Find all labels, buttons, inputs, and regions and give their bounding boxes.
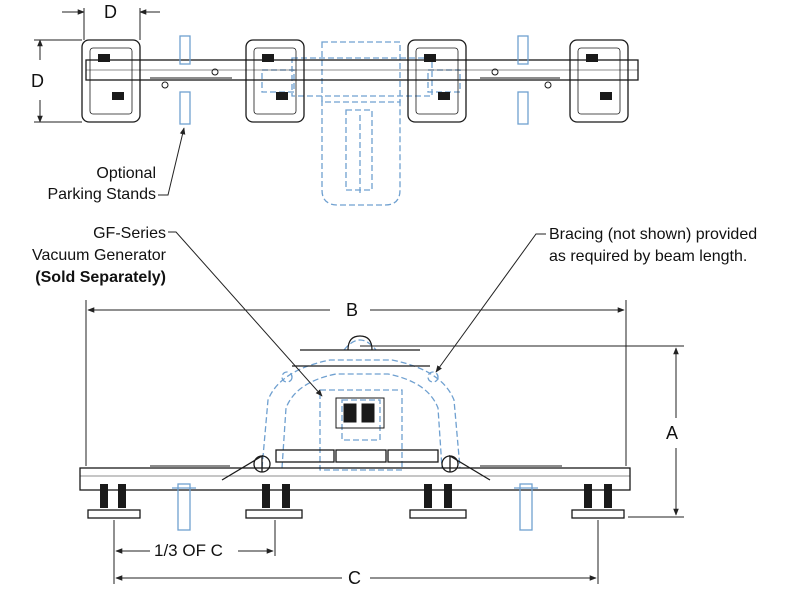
d-horizontal-dimension [62, 8, 160, 40]
side-view-generator-phantom [261, 339, 461, 471]
d-vertical-dimension [34, 39, 82, 123]
top-view [34, 8, 639, 206]
a-label: A [664, 423, 681, 443]
gf-series-callout-line2: Vacuum Generator [32, 247, 166, 264]
a-dimension [360, 345, 684, 518]
side-view-lift-bar [292, 335, 430, 367]
bracing-callout-line2: as required by beam length. [549, 248, 748, 265]
b-dimension [85, 300, 627, 466]
b-label: B [344, 300, 361, 320]
side-view-beam [79, 449, 631, 491]
side-view-pad-mounts [100, 484, 612, 508]
bracing-leader [435, 233, 546, 373]
top-view-beam [85, 59, 639, 81]
top-view-hoses [150, 68, 560, 89]
side-view-pads [87, 509, 625, 519]
side-view-generator-block [335, 397, 385, 429]
parking-stands-callout-line1: Optional [96, 165, 156, 182]
bracing-callout-line1: Bracing (not shown) provided [549, 226, 758, 243]
c-label: C [346, 568, 363, 588]
gf-series-callout-line1: GF-Series [93, 225, 166, 242]
top-view-generator-phantom [261, 41, 461, 206]
side-view-parking-stands [172, 483, 538, 531]
gf-series-callout-line3: (Sold Separately) [35, 269, 166, 286]
parking-stand-leader [158, 127, 186, 196]
top-view-parking-stands [179, 35, 529, 125]
d-vertical-label: D [29, 71, 46, 91]
side-view [79, 231, 684, 584]
gf-series-leader [168, 231, 323, 397]
c-dimension [115, 520, 599, 584]
d-horizontal-label: D [102, 2, 119, 22]
side-view-pivots [221, 454, 491, 481]
parking-stands-callout-line2: Parking Stands [47, 186, 156, 203]
top-view-pads [81, 39, 629, 123]
one-third-c-dimension [113, 520, 276, 584]
one-third-c-label: 1/3 OF C [152, 541, 225, 561]
top-view-pad-fittings [98, 54, 612, 100]
